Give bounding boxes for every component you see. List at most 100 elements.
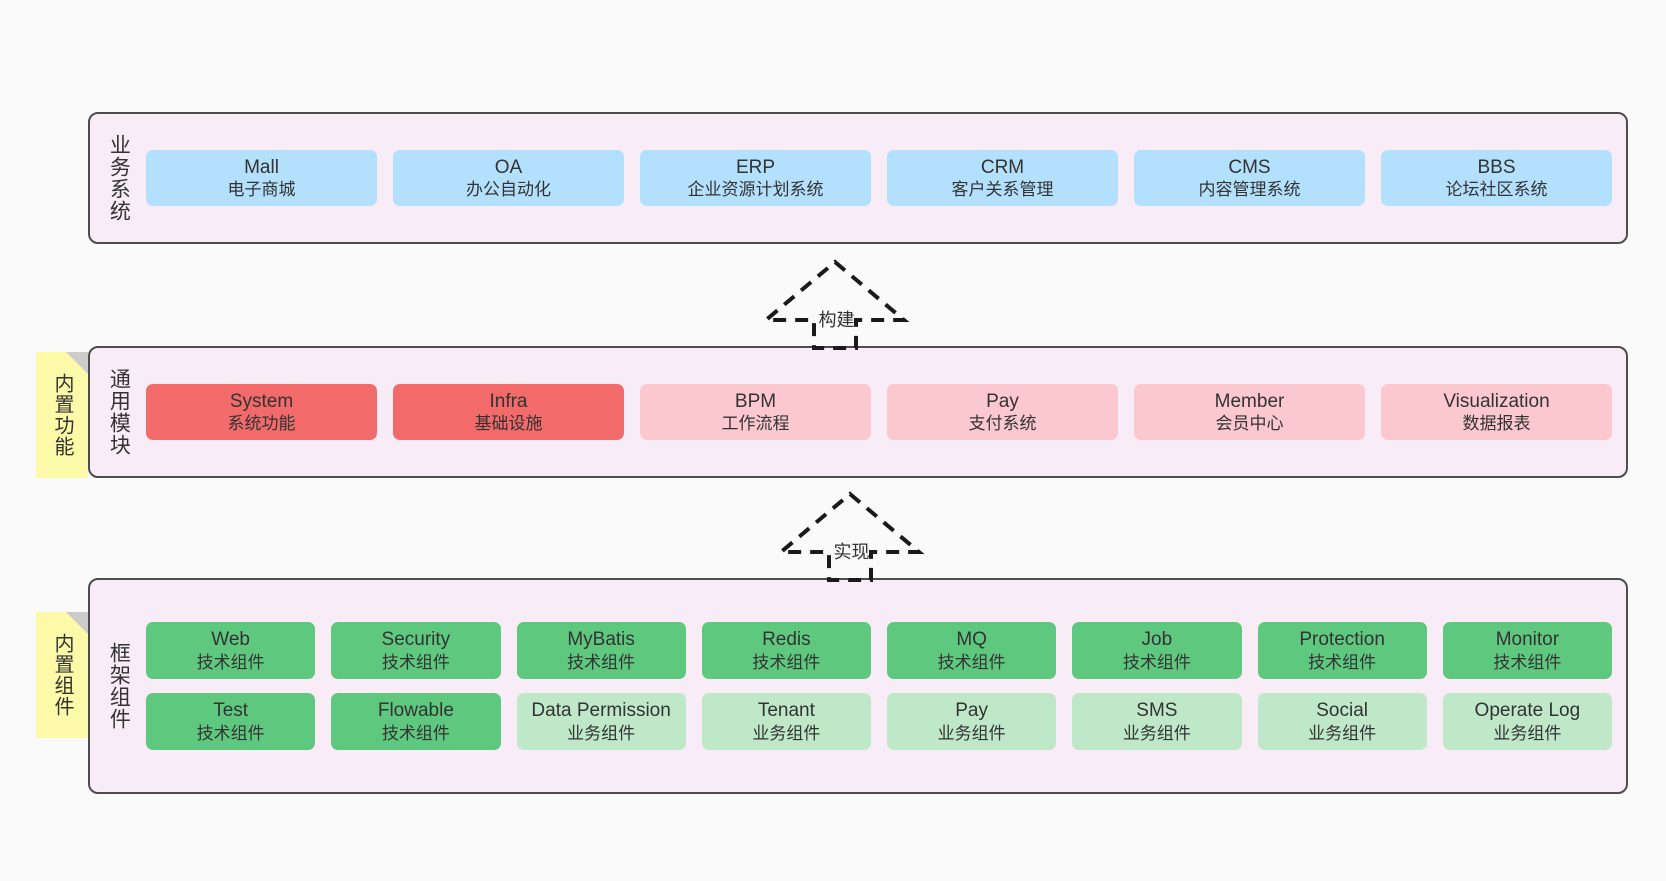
module-title: ERP [735,156,776,178]
component-box-operate-log[interactable]: Operate Log 业务组件 [1442,693,1612,750]
module-title: Visualization [1443,390,1550,412]
layer-common-modules: 通用模块 System 系统功能 Infra 基础设施 BPM 工作流程 Pay… [88,346,1628,478]
component-subtitle: 技术组件 [1493,652,1562,672]
component-box-monitor[interactable]: Monitor 技术组件 [1442,622,1612,679]
module-box-crm[interactable]: CRM 客户关系管理 [887,149,1118,207]
component-subtitle: 业务组件 [1493,723,1562,743]
component-box-sms[interactable]: SMS 业务组件 [1072,693,1242,750]
component-box-data-permission[interactable]: Data Permission 业务组件 [516,693,686,750]
component-box-protection[interactable]: Protection 技术组件 [1257,622,1427,679]
component-title: MyBatis [567,629,635,651]
component-box-mybatis[interactable]: MyBatis 技术组件 [516,622,686,679]
module-box-mall[interactable]: Mall 电子商城 [146,149,377,207]
sticky-note-builtin-features: 内置功能 [36,352,88,478]
module-title: BPM [734,390,777,412]
arrow-label-implement: 实现 [833,542,870,562]
layer-title-framework: 框架组件 [107,642,131,730]
module-subtitle: 基础设施 [474,414,543,434]
component-title: Web [211,629,250,651]
component-box-web[interactable]: Web 技术组件 [146,622,316,679]
module-title: OA [494,156,523,178]
component-subtitle: 业务组件 [752,723,821,743]
component-title: Data Permission [531,700,671,721]
component-subtitle: 技术组件 [567,652,636,672]
component-title: Security [381,629,451,651]
component-title: Operate Log [1474,700,1581,721]
component-title: Social [1316,700,1368,721]
module-subtitle: 数据报表 [1462,414,1531,434]
dashed-hollow-arrow-icon [760,259,910,350]
component-box-tenant[interactable]: Tenant 业务组件 [701,693,871,750]
module-box-system[interactable]: System 系统功能 [146,383,377,441]
module-box-cms[interactable]: CMS 内容管理系统 [1134,149,1365,207]
component-box-pay[interactable]: Pay 业务组件 [887,693,1057,750]
component-box-test[interactable]: Test 技术组件 [146,693,316,750]
component-box-job[interactable]: Job 技术组件 [1072,622,1242,679]
module-title: Pay [986,390,1019,412]
component-box-mq[interactable]: MQ 技术组件 [887,622,1057,679]
component-title: Redis [762,629,811,651]
component-box-flowable[interactable]: Flowable 技术组件 [331,693,501,750]
module-subtitle: 支付系统 [968,414,1037,434]
layer-row: Mall 电子商城 OA 办公自动化 ERP 企业资源计划系统 CRM 客户关系… [146,149,1612,207]
component-title: MQ [956,629,987,651]
component-subtitle: 技术组件 [196,652,265,672]
component-title: Flowable [377,700,454,721]
module-title: System [229,390,294,412]
module-box-bpm[interactable]: BPM 工作流程 [640,383,871,441]
component-subtitle: 技术组件 [752,652,821,672]
component-box-redis[interactable]: Redis 技术组件 [701,622,871,679]
sticky-note-text: 内置组件 [51,633,73,717]
layer-business-systems: 业务系统 Mall 电子商城 OA 办公自动化 ERP 企业资源计划系统 CRM… [88,112,1628,244]
component-subtitle: 技术组件 [381,652,450,672]
module-box-visualization[interactable]: Visualization 数据报表 [1381,383,1612,441]
component-box-social[interactable]: Social 业务组件 [1257,693,1427,750]
module-subtitle: 电子商城 [227,180,296,200]
layer-body-common: System 系统功能 Infra 基础设施 BPM 工作流程 Pay 支付系统… [146,348,1626,476]
module-box-erp[interactable]: ERP 企业资源计划系统 [640,149,871,207]
component-subtitle: 业务组件 [1308,723,1377,743]
component-subtitle: 技术组件 [937,652,1006,672]
module-title: Member [1214,390,1285,412]
module-title: CMS [1228,156,1271,178]
sticky-note-text: 内置功能 [51,373,73,457]
layer-body-framework: Web 技术组件 Security 技术组件 MyBatis 技术组件 Redi… [146,580,1626,792]
module-title: BBS [1477,156,1516,178]
layer-title-business: 业务系统 [107,134,131,222]
component-title: Monitor [1495,629,1560,651]
module-box-oa[interactable]: OA 办公自动化 [393,149,624,207]
module-box-pay[interactable]: Pay 支付系统 [887,383,1118,441]
sticky-note-builtin-components: 内置组件 [36,612,88,738]
component-title: Test [213,700,249,721]
layer-framework-components: 框架组件 Web 技术组件 Security 技术组件 MyBatis 技术组件… [88,578,1628,794]
component-title: Protection [1299,629,1385,651]
module-box-infra[interactable]: Infra 基础设施 [393,383,624,441]
module-subtitle: 论坛社区系统 [1445,180,1548,200]
component-subtitle: 业务组件 [567,723,636,743]
module-box-member[interactable]: Member 会员中心 [1134,383,1365,441]
module-box-bbs[interactable]: BBS 论坛社区系统 [1381,149,1612,207]
component-title: SMS [1136,700,1178,721]
module-subtitle: 客户关系管理 [951,180,1054,200]
component-subtitle: 业务组件 [937,723,1006,743]
arrow-label-build: 构建 [818,310,855,330]
component-title: Job [1141,629,1173,651]
module-subtitle: 系统功能 [227,414,296,434]
module-subtitle: 工作流程 [721,414,790,434]
module-title: CRM [980,156,1025,178]
arrow-implement: 实现 [775,490,925,582]
layer-row: Web 技术组件 Security 技术组件 MyBatis 技术组件 Redi… [146,622,1612,679]
module-subtitle: 会员中心 [1215,414,1284,434]
module-title: Mall [244,156,279,178]
component-subtitle: 技术组件 [1122,652,1191,672]
module-title: Infra [489,390,528,412]
module-subtitle: 办公自动化 [466,180,551,200]
component-box-security[interactable]: Security 技术组件 [331,622,501,679]
dashed-hollow-arrow-icon [775,491,925,582]
component-title: Pay [955,700,988,721]
component-subtitle: 技术组件 [196,723,265,743]
component-title: Tenant [757,700,815,721]
layer-row: Test 技术组件 Flowable 技术组件 Data Permission … [146,693,1612,750]
component-subtitle: 业务组件 [1122,723,1191,743]
